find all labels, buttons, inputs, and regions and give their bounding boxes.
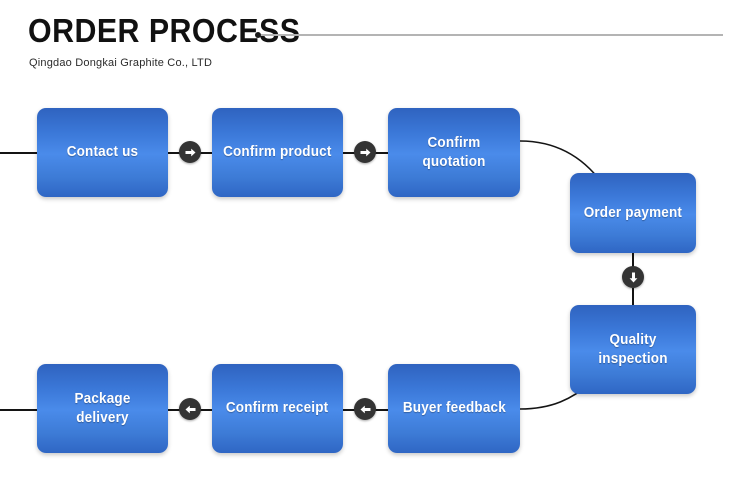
- step-box-quality-inspection[interactable]: Quality inspection: [570, 305, 696, 394]
- step-box-confirm-product[interactable]: Confirm product: [212, 108, 343, 197]
- arrow-left-icon: [354, 398, 376, 420]
- step-box-order-payment[interactable]: Order payment: [570, 173, 696, 253]
- header-divider-rule: [261, 34, 723, 36]
- arrow-right-icon: [179, 141, 201, 163]
- step-label-confirm-receipt: Confirm receipt: [226, 400, 329, 417]
- connector-line-5a: [343, 409, 363, 411]
- connector-line-4b: [196, 409, 212, 411]
- arrow-right-icon: [354, 141, 376, 163]
- connector-line-3b: [632, 288, 634, 306]
- connector-line-exit-bottom: [0, 409, 37, 411]
- connector-line-3a: [632, 245, 634, 267]
- step-box-package-delivery[interactable]: Package delivery: [37, 364, 168, 453]
- step-box-confirm-receipt[interactable]: Confirm receipt: [212, 364, 343, 453]
- step-box-confirm-quotation[interactable]: Confirm quotation: [388, 108, 520, 197]
- step-label-confirm-quotation: Confirm quotation: [422, 134, 486, 170]
- connector-line-4a: [168, 409, 188, 411]
- step-label-confirm-product: Confirm product: [223, 144, 332, 161]
- page-title: ORDER PROCESS: [28, 12, 301, 49]
- connector-line-2b: [371, 152, 388, 154]
- step-label-quality-inspection: Quality inspection: [598, 331, 668, 367]
- connector-line-5b: [371, 409, 388, 411]
- step-label-contact-us: Contact us: [66, 144, 139, 161]
- bullet-dot-icon: [255, 32, 261, 38]
- step-box-contact-us[interactable]: Contact us: [37, 108, 168, 197]
- step-label-buyer-feedback: Buyer feedback: [402, 400, 506, 417]
- connector-line-entry-top: [0, 152, 37, 154]
- company-subtitle: Qingdao Dongkai Graphite Co., LTD: [29, 57, 213, 69]
- connector-line-1b: [196, 152, 212, 154]
- arrow-left-icon: [179, 398, 201, 420]
- connector-line-1a: [168, 152, 188, 154]
- step-box-buyer-feedback[interactable]: Buyer feedback: [388, 364, 520, 453]
- connector-line-2a: [343, 152, 363, 154]
- arrow-down-icon: [622, 266, 644, 288]
- step-label-order-payment: Order payment: [583, 204, 683, 221]
- step-label-package-delivery: Package delivery: [74, 390, 131, 426]
